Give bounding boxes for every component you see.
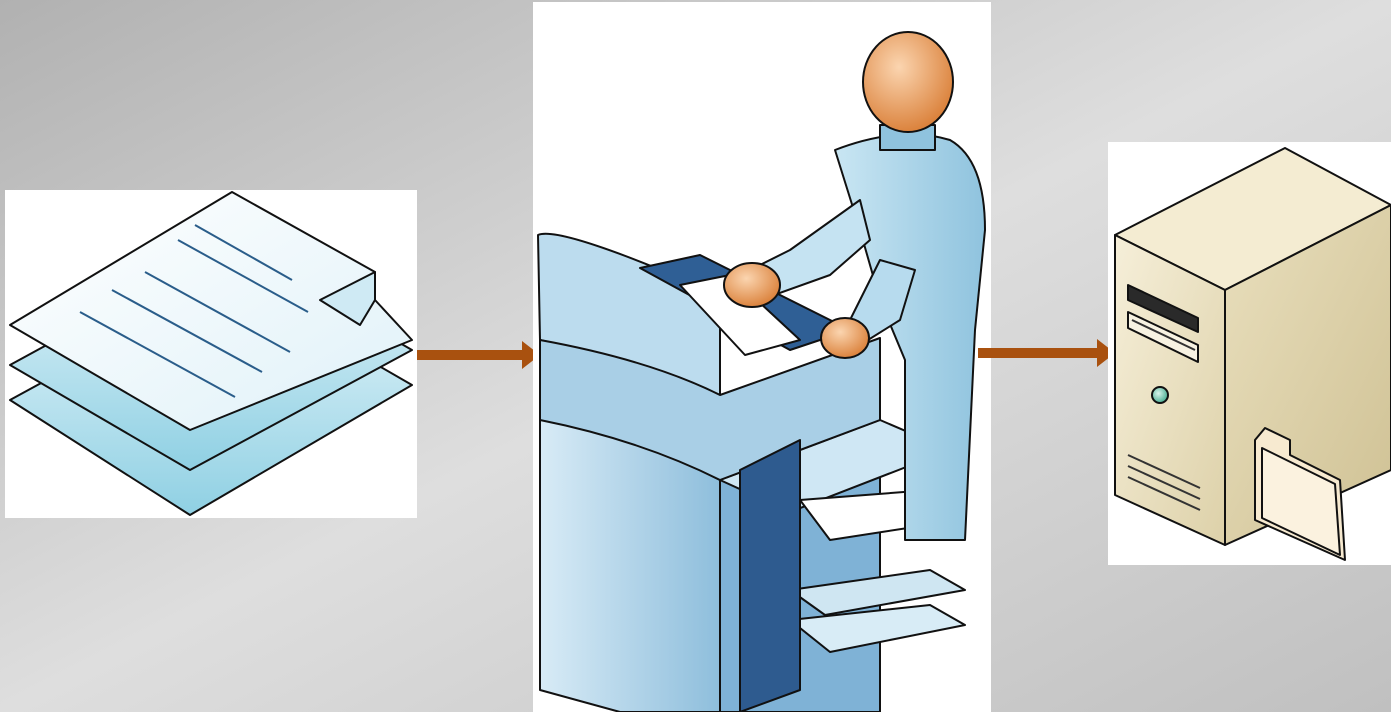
server-node [1108, 142, 1391, 565]
server-with-folder-icon [1114, 147, 1391, 561]
arrow-operator-to-server [978, 339, 1115, 367]
arrow-documents-to-operator [417, 341, 540, 369]
documents-node [5, 190, 417, 518]
operator-node [533, 2, 991, 712]
person-at-scanner-icon [537, 31, 986, 712]
paper-stack-icon [9, 191, 413, 516]
